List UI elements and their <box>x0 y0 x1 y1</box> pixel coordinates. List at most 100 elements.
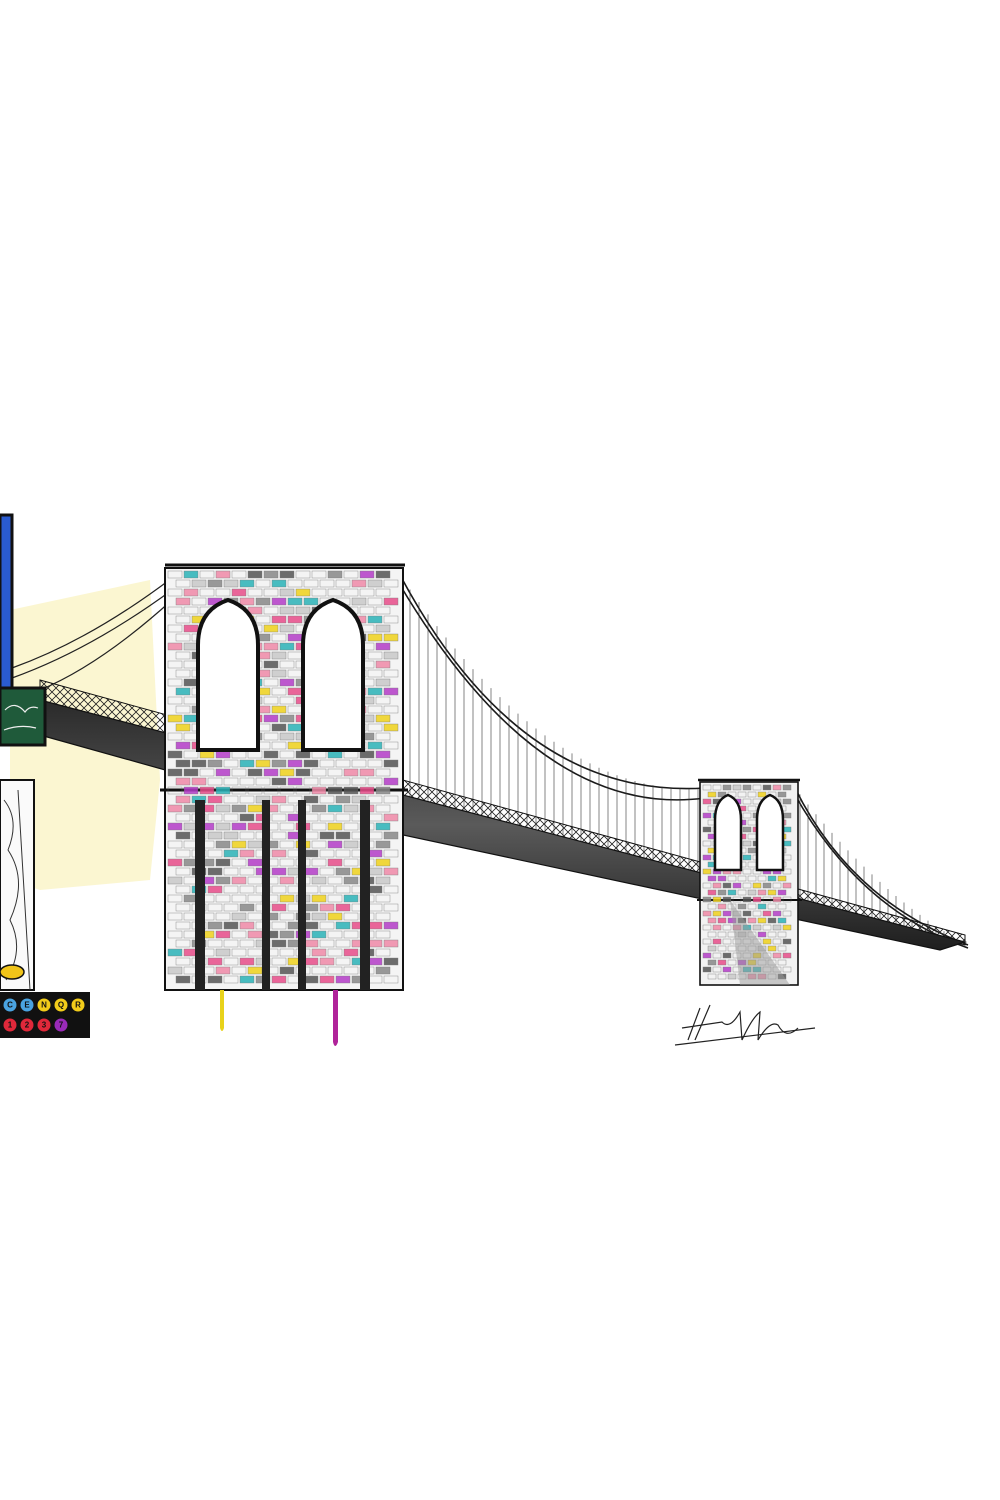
brick <box>191 777 207 786</box>
brick <box>375 786 391 795</box>
brick <box>319 759 335 768</box>
brick <box>207 939 223 948</box>
brick <box>747 805 757 812</box>
brick <box>231 786 247 795</box>
brick <box>702 896 712 903</box>
brick <box>737 889 747 896</box>
blue-sign <box>0 513 14 692</box>
brick <box>762 938 772 945</box>
brick <box>375 840 391 849</box>
brick <box>727 959 737 966</box>
brick <box>343 894 359 903</box>
brick <box>757 791 767 798</box>
brick <box>375 732 391 741</box>
brick <box>279 750 295 759</box>
brick <box>247 840 263 849</box>
brick <box>343 912 359 921</box>
brick <box>343 768 359 777</box>
brick <box>777 931 787 938</box>
brick <box>287 687 303 696</box>
brick <box>702 812 712 819</box>
brick <box>319 795 335 804</box>
brick <box>383 633 399 642</box>
brick <box>199 570 215 579</box>
brick <box>207 921 223 930</box>
brick <box>279 858 295 867</box>
brick <box>767 903 777 910</box>
brick <box>231 912 247 921</box>
brick <box>239 795 255 804</box>
brick <box>239 831 255 840</box>
brick <box>167 732 183 741</box>
brick <box>231 768 247 777</box>
brick <box>327 804 343 813</box>
brick <box>263 696 279 705</box>
brick <box>199 786 215 795</box>
brick <box>327 840 343 849</box>
brick <box>351 597 367 606</box>
brick <box>707 959 717 966</box>
brick <box>287 741 303 750</box>
brick <box>343 876 359 885</box>
brick <box>183 588 199 597</box>
brick <box>167 966 183 975</box>
brick <box>777 791 787 798</box>
brick <box>231 948 247 957</box>
brick <box>279 786 295 795</box>
brick <box>239 867 255 876</box>
brick <box>367 759 383 768</box>
brick <box>702 784 712 791</box>
brick <box>782 896 792 903</box>
brick <box>375 930 391 939</box>
brick <box>375 822 391 831</box>
brick <box>263 768 279 777</box>
brick <box>183 750 199 759</box>
brick <box>167 606 183 615</box>
brick <box>327 822 343 831</box>
brick <box>747 875 757 882</box>
brick <box>167 894 183 903</box>
brick <box>215 894 231 903</box>
brick <box>772 784 782 791</box>
brick <box>175 741 191 750</box>
brick <box>167 912 183 921</box>
brick <box>223 903 239 912</box>
brick <box>239 849 255 858</box>
brick <box>295 588 311 597</box>
brick <box>263 570 279 579</box>
brick <box>712 938 722 945</box>
brick <box>712 784 722 791</box>
brick <box>175 921 191 930</box>
brick <box>359 588 375 597</box>
brick <box>287 777 303 786</box>
brick <box>319 957 335 966</box>
brick <box>747 847 757 854</box>
brick <box>702 798 712 805</box>
brick <box>311 894 327 903</box>
brick <box>359 768 375 777</box>
brick <box>311 786 327 795</box>
brick <box>782 784 792 791</box>
brick <box>207 795 223 804</box>
brick <box>737 791 747 798</box>
brick <box>279 930 295 939</box>
brick <box>175 669 191 678</box>
brick <box>327 930 343 939</box>
brick <box>722 924 732 931</box>
brick <box>247 768 263 777</box>
subway-line-label: E <box>24 1001 30 1010</box>
right-tower <box>697 778 802 986</box>
brick <box>367 885 383 894</box>
brick <box>239 921 255 930</box>
brick <box>782 910 792 917</box>
brick <box>717 931 727 938</box>
brick <box>343 966 359 975</box>
brick <box>175 903 191 912</box>
brick <box>712 910 722 917</box>
brick <box>279 822 295 831</box>
brick <box>319 813 335 822</box>
brick <box>383 687 399 696</box>
brick <box>215 588 231 597</box>
subway-line-label: N <box>41 1001 47 1010</box>
brick <box>343 822 359 831</box>
